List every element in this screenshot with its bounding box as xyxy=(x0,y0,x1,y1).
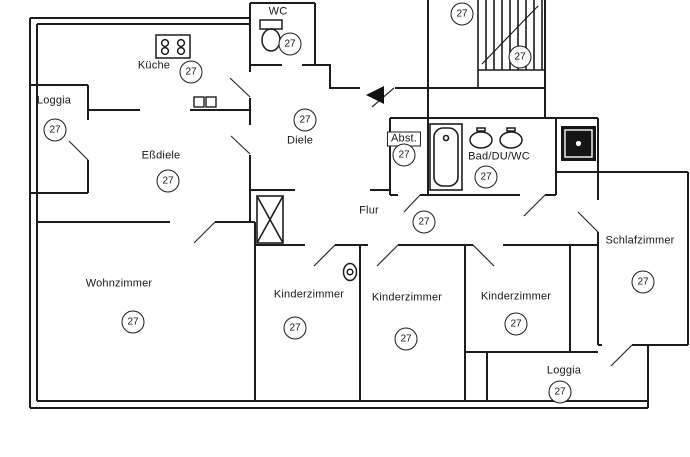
unit-badge-diele: 27 xyxy=(293,108,317,132)
kitchen-sink-icon xyxy=(193,96,217,108)
room-label-bad: Bad/DU/WC xyxy=(468,150,530,163)
room-label-wohnzimmer: Wohnzimmer xyxy=(85,277,153,290)
unit-badge-wohnzimmer: 27 xyxy=(121,310,145,334)
room-label-kinderzimmer-3: Kinderzimmer xyxy=(480,290,552,303)
room-label-essdiele: Eßdiele xyxy=(141,149,181,162)
unit-badge-stairwell-mid: 27 xyxy=(508,45,532,69)
unit-badge-kinderzimmer-3: 27 xyxy=(504,312,528,336)
room-label-kueche: Küche xyxy=(137,59,171,72)
room-label-diele: Diele xyxy=(286,134,314,147)
interior-walls xyxy=(30,0,689,402)
unit-badge-bad: 27 xyxy=(474,165,498,189)
room-label-kinderzimmer-2: Kinderzimmer xyxy=(371,291,443,304)
unit-badge-stairwell-top: 27 xyxy=(450,2,474,26)
fixture-oval-icon xyxy=(342,262,358,282)
room-label-kinderzimmer-1: Kinderzimmer xyxy=(273,288,345,301)
room-label-loggia-left: Loggia xyxy=(36,94,72,107)
room-label-schlafzimmer: Schlafzimmer xyxy=(605,234,675,247)
stove-icon xyxy=(155,34,191,59)
bathtub-icon xyxy=(429,123,463,191)
room-label-abstellraum: Abst. xyxy=(386,131,422,147)
washbasin-icon xyxy=(469,127,523,149)
outer-walls xyxy=(29,17,649,409)
unit-badge-kinderzimmer-1: 27 xyxy=(283,316,307,340)
shaft-icon xyxy=(256,195,284,244)
unit-badge-flur: 27 xyxy=(412,210,436,234)
shower-icon xyxy=(561,126,596,161)
unit-badge-loggia-bottom: 27 xyxy=(548,380,572,404)
room-label-flur: Flur xyxy=(359,204,379,217)
unit-badge-kueche: 27 xyxy=(179,60,203,84)
unit-badge-wc: 27 xyxy=(278,32,302,56)
stairs-icon xyxy=(477,0,545,88)
unit-badge-loggia-left: 27 xyxy=(43,118,67,142)
room-label-wc: WC xyxy=(268,5,288,18)
unit-badge-essdiele: 27 xyxy=(156,169,180,193)
room-label-loggia-bottom: Loggia xyxy=(546,364,582,377)
unit-badge-kinderzimmer-2: 27 xyxy=(394,327,418,351)
entry-arrow-icon xyxy=(366,86,384,104)
unit-badge-schlafzimmer: 27 xyxy=(631,270,655,294)
unit-badge-abstellraum: 27 xyxy=(392,143,416,167)
